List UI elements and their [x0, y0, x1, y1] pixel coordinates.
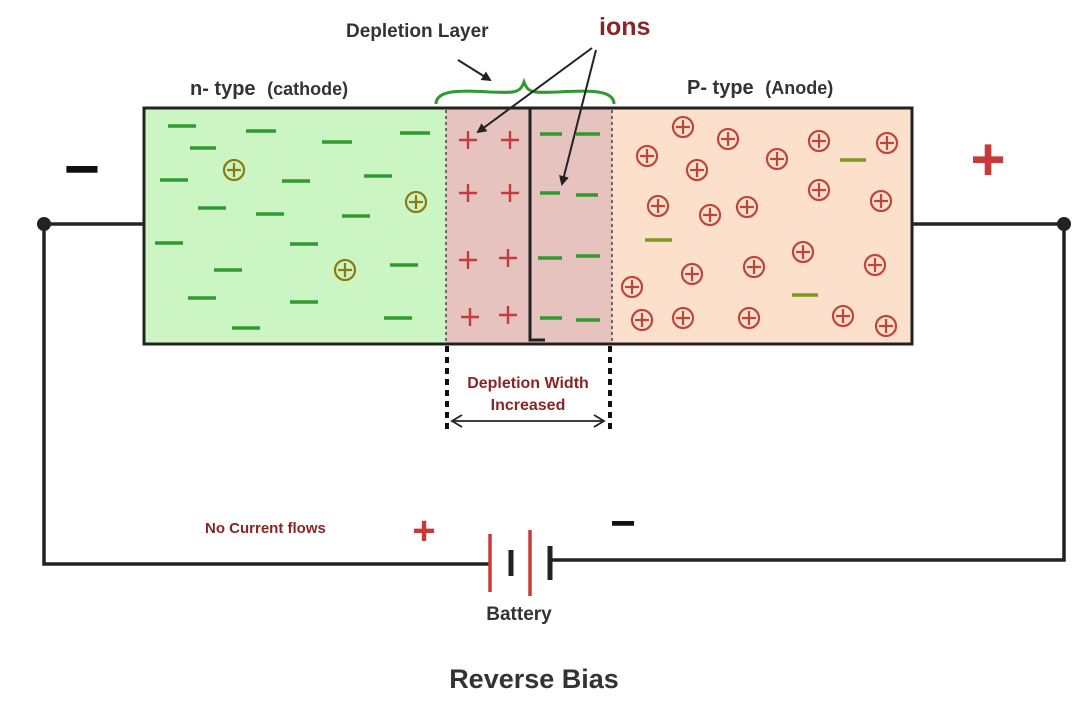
hole-icon [831, 304, 855, 328]
hole-icon [635, 144, 659, 168]
positive-ion-icon [501, 131, 519, 149]
positive-ion-icon [501, 184, 519, 202]
positive-ions [459, 131, 519, 326]
hole-icon [222, 158, 246, 182]
hole-icon [874, 314, 898, 338]
left-terminal-sign: − [64, 135, 100, 204]
left-wire [42, 222, 490, 566]
hole-icon [863, 253, 887, 277]
hole-icon [791, 240, 815, 264]
p-type-region [612, 108, 912, 344]
p-type-holes [620, 115, 899, 338]
hole-icon [807, 178, 831, 202]
positive-ion-icon [499, 249, 517, 267]
n-type-label: n- type (cathode) [190, 78, 348, 100]
battery-label: Battery [486, 604, 552, 625]
depletion-layer-label: Depletion Layer [346, 21, 489, 42]
ions-label: ions [599, 13, 650, 41]
depletion-width-label-line1: Depletion Width [467, 375, 589, 392]
hole-icon [671, 306, 695, 330]
junction-line [528, 108, 545, 342]
title: Reverse Bias [449, 664, 619, 694]
n-type-name: n- type [190, 78, 256, 100]
hole-icon [404, 190, 428, 214]
hole-icon [737, 306, 761, 330]
p-type-name: P- type [687, 77, 754, 99]
hole-icon [716, 127, 740, 151]
p-type-label: P- type (Anode) [687, 77, 833, 99]
hole-icon [671, 115, 695, 139]
positive-ion-icon [461, 308, 479, 326]
battery-icon [488, 530, 553, 596]
depletion-width-label-line2: Increased [491, 397, 566, 414]
hole-icon [646, 194, 670, 218]
positive-ion-icon [459, 251, 477, 269]
hole-icon [698, 203, 722, 227]
depletion-layer-brace [434, 77, 616, 105]
hole-icon [875, 131, 899, 155]
positive-ion-icon [459, 131, 477, 149]
hole-icon [620, 275, 644, 299]
negative-ions [538, 132, 600, 322]
n-type-paren: (cathode) [267, 79, 348, 99]
n-type-holes [222, 158, 428, 282]
right-terminal-sign: + [970, 126, 1005, 193]
hole-icon [685, 158, 709, 182]
hole-icon [630, 308, 654, 332]
positive-ion-icon [459, 184, 477, 202]
positive-ion-icon [499, 306, 517, 324]
hole-icon [735, 195, 759, 219]
hole-icon [333, 258, 357, 282]
right-terminal-dot [1057, 217, 1071, 231]
hole-icon [765, 147, 789, 171]
n-type-region [144, 108, 446, 344]
ions-pointer-right [559, 49, 597, 186]
diode-outline [142, 106, 914, 346]
hole-icon [807, 129, 831, 153]
ions-pointer-left [476, 47, 593, 134]
depletion-width-arrow [450, 414, 606, 428]
hole-icon [680, 262, 704, 286]
hole-icon [869, 189, 893, 213]
depletion-layer-pointer [457, 59, 492, 82]
right-wire [550, 222, 1066, 562]
p-type-electrons [645, 158, 866, 297]
n-type-electrons [155, 124, 430, 330]
battery-minus-sign: − [610, 499, 636, 548]
left-terminal-dot [37, 217, 51, 231]
battery-plus-sign: + [412, 509, 435, 553]
hole-icon [742, 255, 766, 279]
no-current-label: No Current flows [205, 520, 326, 537]
circuit-wires [42, 222, 1066, 566]
p-type-paren: (Anode) [765, 78, 833, 98]
